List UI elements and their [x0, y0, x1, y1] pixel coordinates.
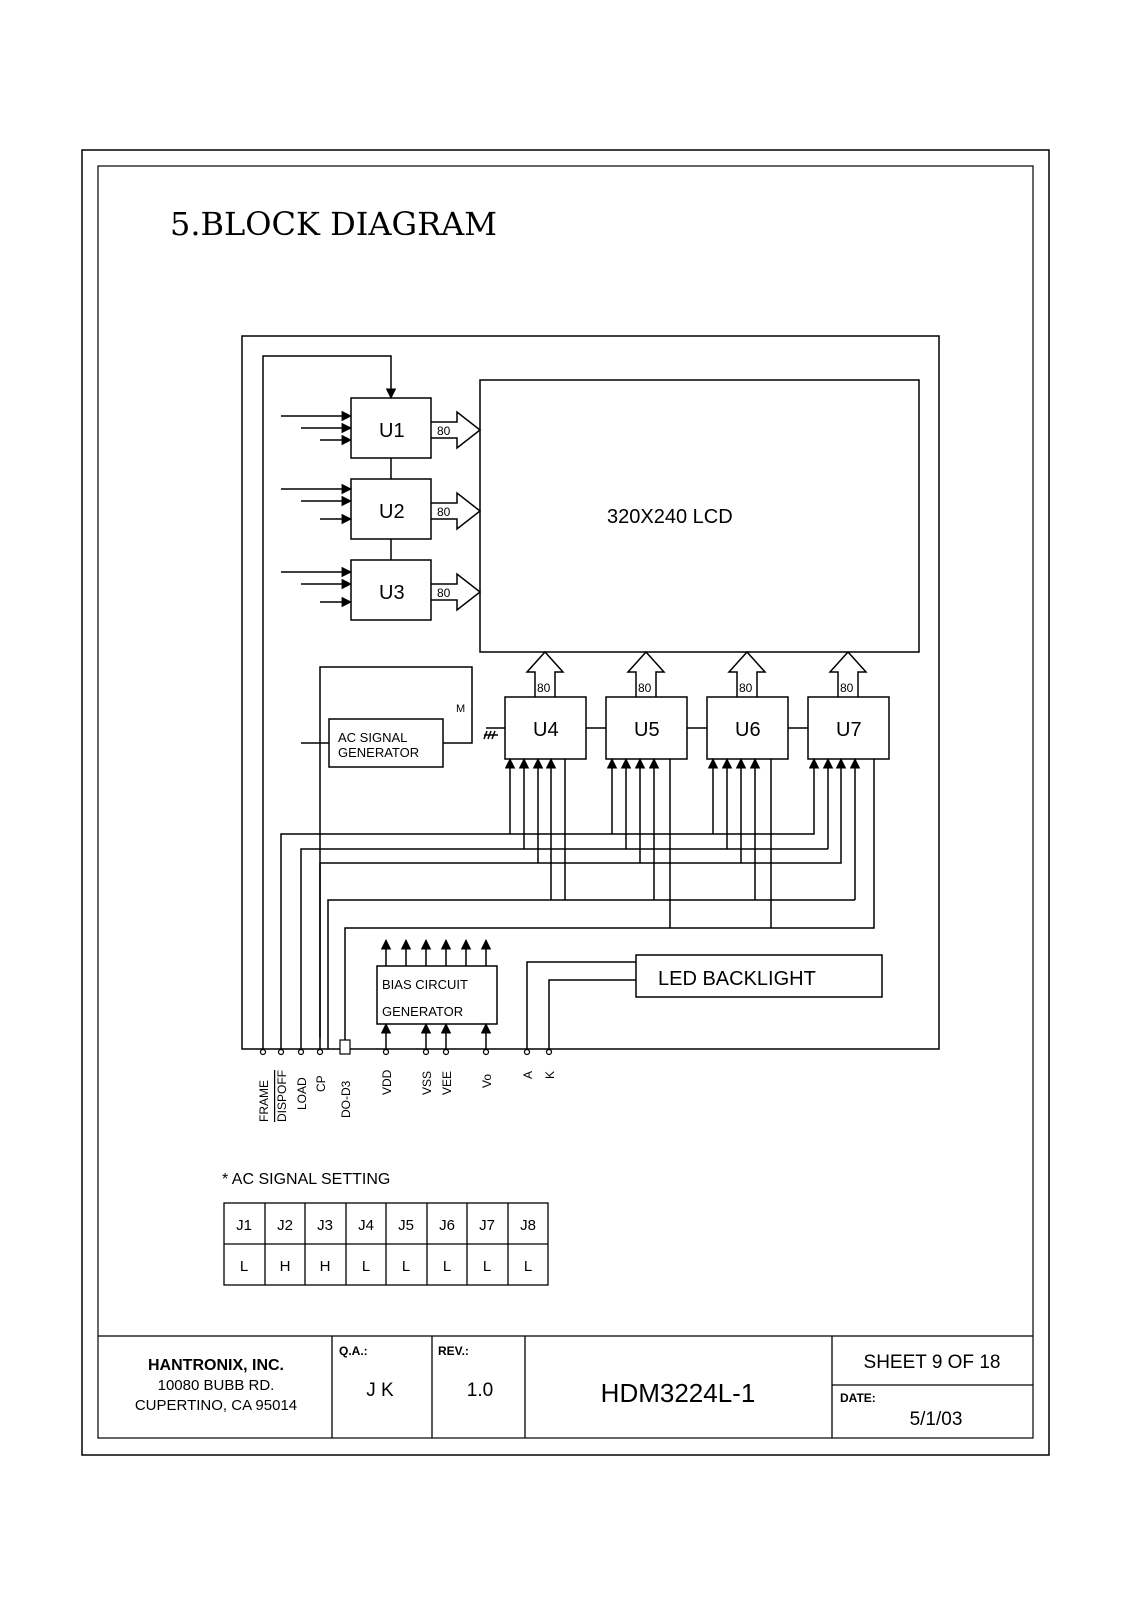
ac-generator-line1: AC SIGNAL — [338, 730, 407, 745]
part-number: HDM3224L-1 — [601, 1378, 756, 1408]
bus-width-u3: 80 — [437, 586, 451, 600]
company-address-line1: 10080 BUBB RD. — [158, 1377, 275, 1394]
pin-label-k: K — [543, 1071, 557, 1079]
driver-label-u4: U4 — [533, 719, 559, 741]
bus-width-u2: 80 — [437, 505, 451, 519]
pin-label-load: LOAD — [295, 1077, 309, 1110]
ac-setting-value: L — [524, 1258, 532, 1275]
driver-label-u5: U5 — [634, 719, 660, 741]
outer-frame — [81, 149, 1050, 1456]
ac-setting-value: L — [483, 1258, 491, 1275]
pin-label-dispoff: DISPOFF — [275, 1070, 289, 1122]
date-value: 5/1/03 — [910, 1409, 963, 1430]
ac-setting-header: J7 — [479, 1217, 495, 1234]
inner-frame — [97, 165, 1034, 1439]
pin-label-cp: CP — [314, 1075, 328, 1092]
ac-setting-value: H — [280, 1258, 291, 1275]
bus-arrow-u1 — [431, 410, 482, 450]
bus-width-u1: 80 — [437, 424, 451, 438]
module-outline — [241, 335, 940, 1050]
ac-setting-value: L — [240, 1258, 248, 1275]
led-backlight-box — [635, 954, 883, 998]
driver-label-u1: U1 — [379, 420, 405, 442]
pin-label-vee: VEE — [440, 1071, 454, 1095]
led-backlight-label: LED BACKLIGHT — [658, 968, 816, 990]
bias-circuit-line1: BIAS CIRCUIT — [382, 977, 468, 992]
bias-circuit-line2: GENERATOR — [382, 1004, 463, 1019]
driver-label-u6: U6 — [735, 719, 761, 741]
rev-label: REV.: — [438, 1344, 469, 1358]
lcd-panel — [479, 379, 920, 653]
qa-value: J K — [366, 1380, 394, 1401]
bus-width-u5: 80 — [638, 681, 652, 695]
ac-setting-value: L — [443, 1258, 451, 1275]
pin-label-a: A — [521, 1071, 535, 1079]
bus-width-u6: 80 — [739, 681, 753, 695]
pin-terminals — [259, 1039, 553, 1056]
page-title: 5.BLOCK DIAGRAM — [170, 205, 497, 243]
company-name: HANTRONIX, INC. — [148, 1357, 284, 1374]
ac-setting-header: J5 — [398, 1217, 414, 1234]
ac-setting-value: L — [402, 1258, 410, 1275]
ac-setting-value: H — [320, 1258, 331, 1275]
ac-setting-header: J4 — [358, 1217, 374, 1234]
ac-setting-value: L — [362, 1258, 370, 1275]
bus-arrow-u4 — [525, 650, 565, 697]
qa-label: Q.A.: — [339, 1344, 368, 1358]
bias-circuit-box — [376, 965, 498, 1025]
bus-width-u7: 80 — [840, 681, 854, 695]
bus-arrow-u3 — [431, 572, 482, 612]
ac-setting-table — [223, 1202, 549, 1286]
pin-label-d0-d3: DO-D3 — [339, 1080, 353, 1118]
rev-value: 1.0 — [467, 1380, 493, 1401]
ac-generator-output-label: M — [456, 703, 465, 715]
title-block — [98, 1335, 1033, 1438]
ac-setting-header: J2 — [277, 1217, 293, 1234]
ac-generator-line2: GENERATOR — [338, 745, 419, 760]
bus-width-u4: 80 — [537, 681, 551, 695]
driver-label-u3: U3 — [379, 582, 405, 604]
ac-setting-header: J1 — [236, 1217, 252, 1234]
sheet-number: SHEET 9 OF 18 — [864, 1352, 1001, 1373]
ac-setting-header: J6 — [439, 1217, 455, 1234]
driver-label-u7: U7 — [836, 719, 862, 741]
company-address-line2: CUPERTINO, CA 95014 — [135, 1397, 297, 1414]
pin-label-vdd: VDD — [380, 1069, 394, 1095]
pin-label-frame: FRAME — [257, 1080, 271, 1122]
pin-label-vss: VSS — [420, 1071, 434, 1095]
bus-arrow-u7 — [828, 650, 868, 697]
pin-label-vo: Vo — [480, 1074, 494, 1088]
ac-setting-title: * AC SIGNAL SETTING — [222, 1171, 390, 1188]
block-diagram — [241, 335, 940, 1050]
ac-setting-header: J8 — [520, 1217, 536, 1234]
lcd-label: 320X240 LCD — [607, 506, 733, 528]
date-label: DATE: — [840, 1391, 876, 1405]
driver-label-u2: U2 — [379, 501, 405, 523]
bus-arrow-u2 — [431, 491, 482, 531]
bus-arrow-u5 — [626, 650, 666, 697]
ac-setting-header: J3 — [317, 1217, 333, 1234]
bus-arrow-u6 — [727, 650, 767, 697]
